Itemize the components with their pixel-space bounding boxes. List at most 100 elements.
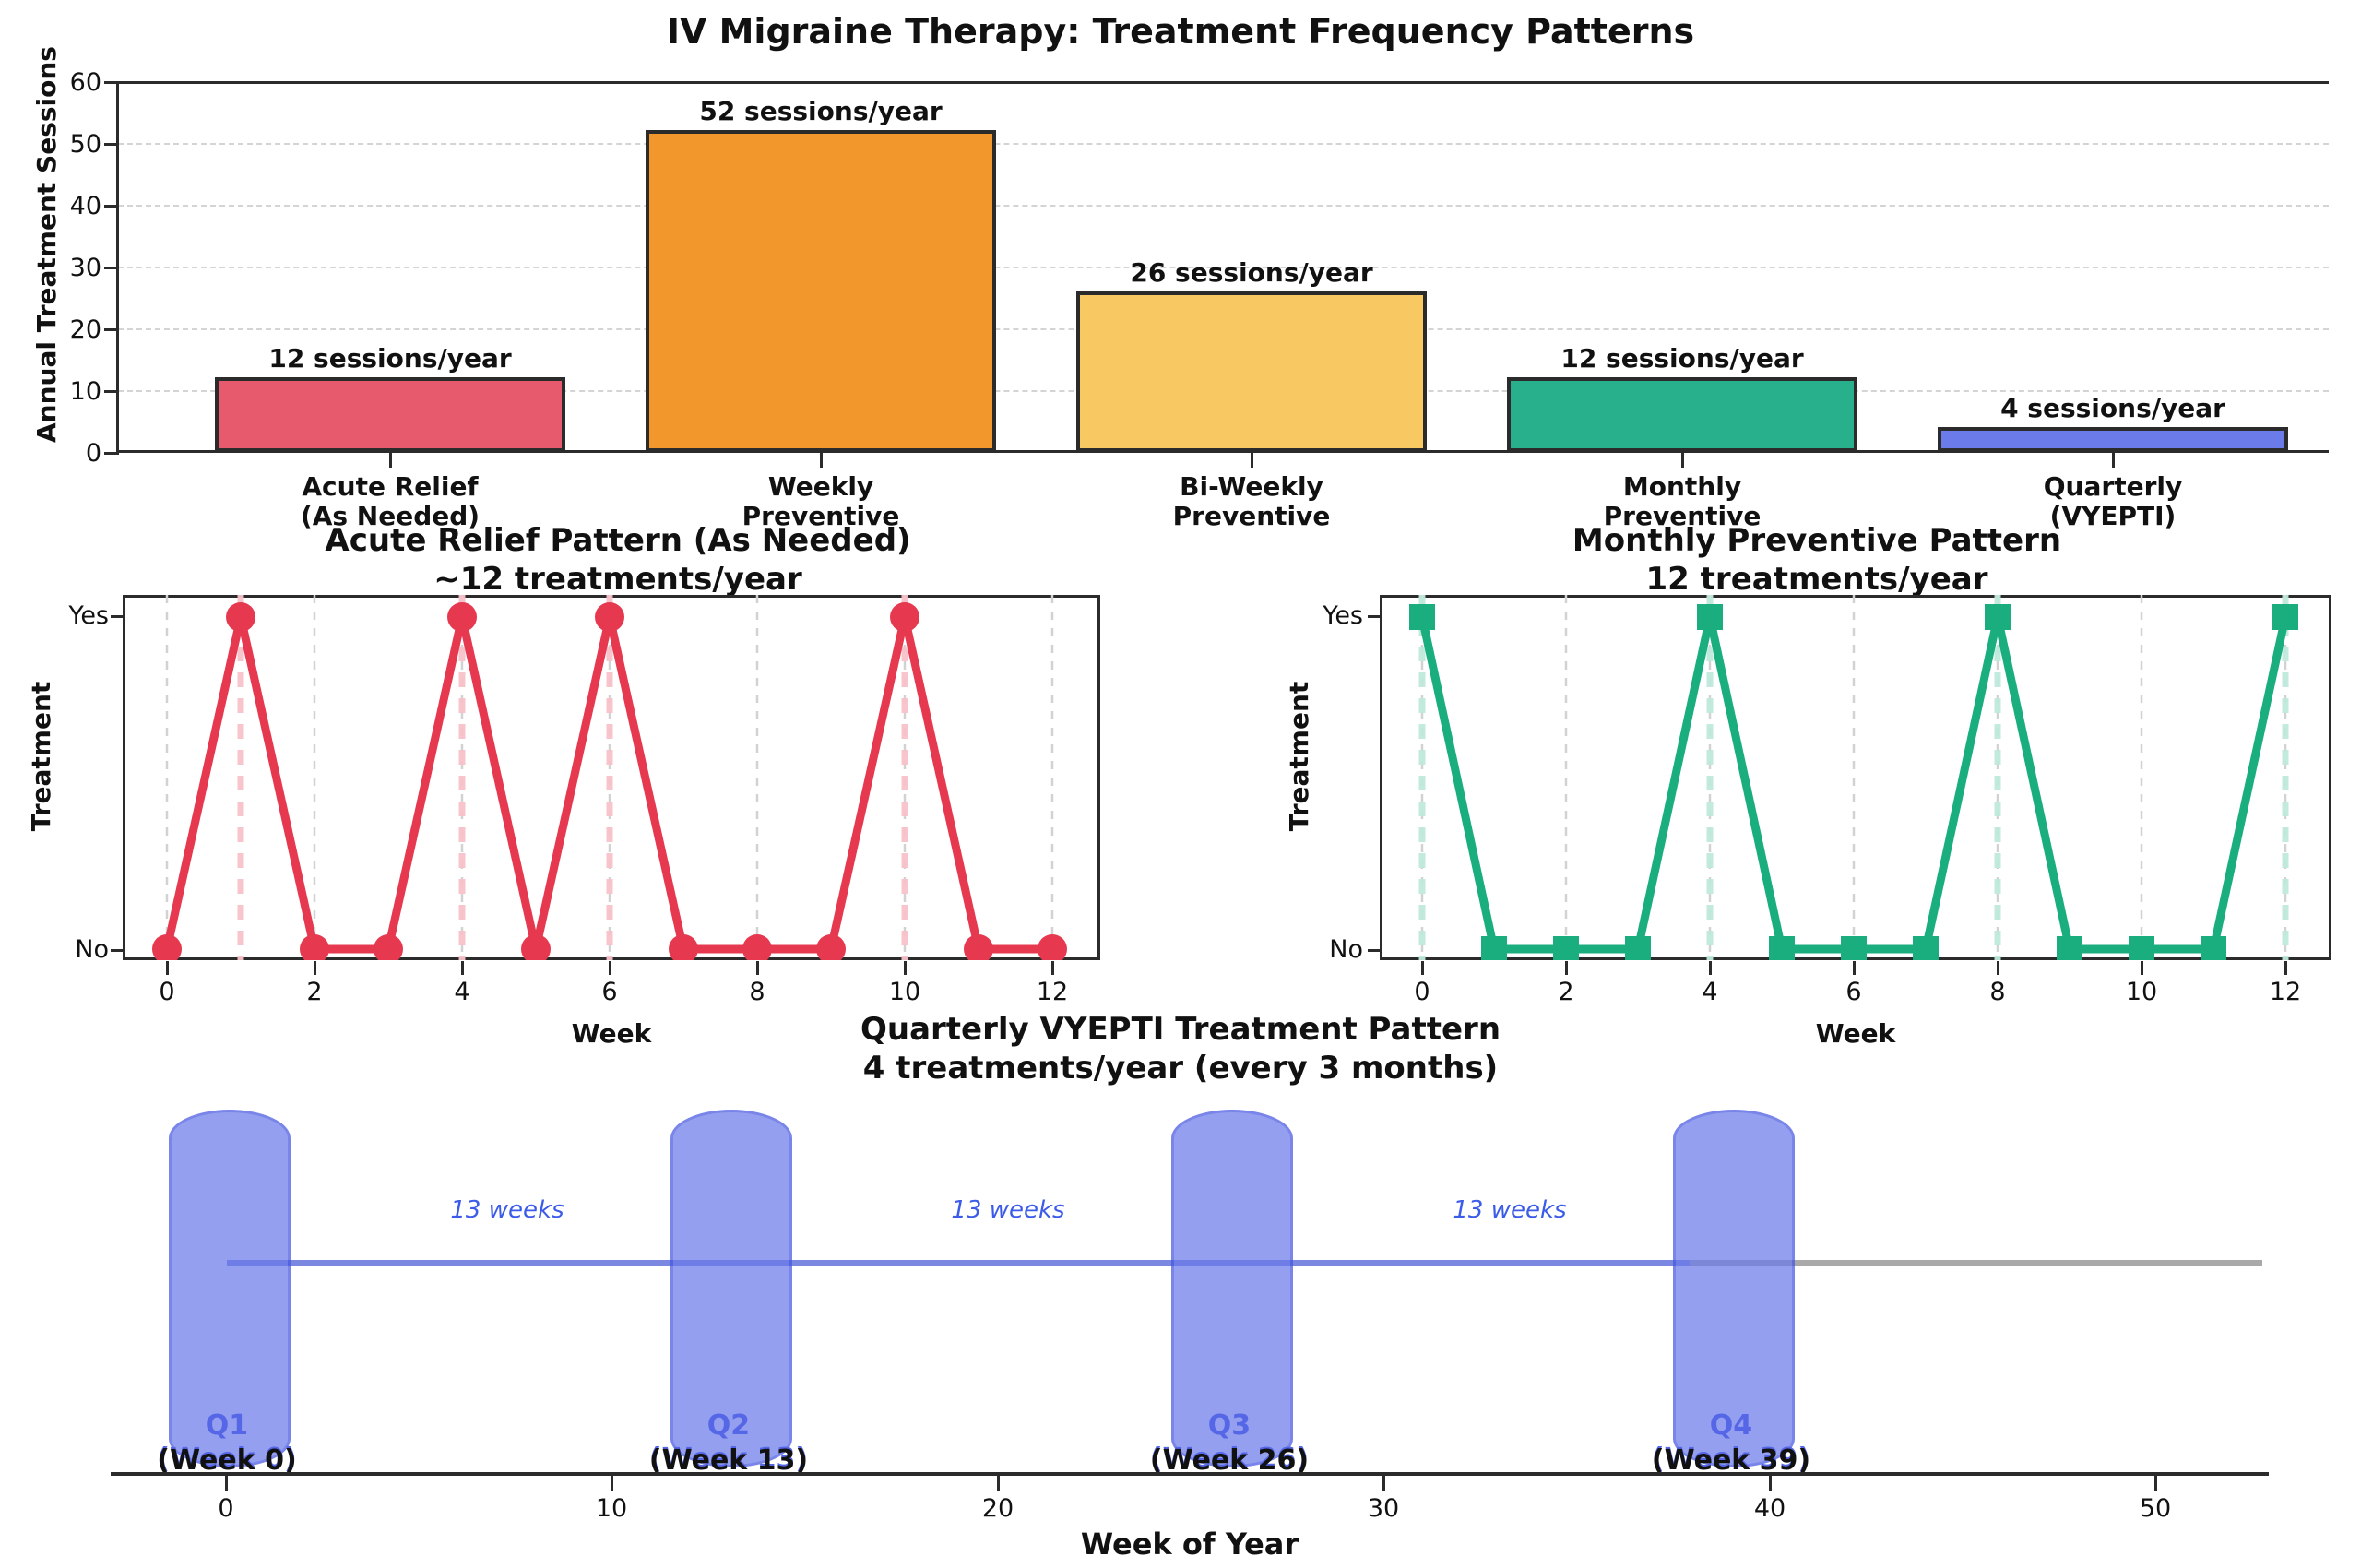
bar-category-line-1: Monthly (1622, 471, 1742, 502)
monthly-preventive-x-axis-label: Week (1815, 1018, 1896, 1049)
bar-ytick-40: 40 (69, 192, 101, 220)
quarterly-gap-annotation-2: 13 weeks (951, 1196, 1065, 1224)
bar-category-line-2: Preventive (1172, 501, 1331, 532)
bar-ytick-0: 0 (85, 439, 101, 468)
quarterly-xtickmark-0 (225, 1476, 228, 1491)
quarterly-marker-q4[interactable] (1673, 1110, 1795, 1467)
acute-relief-xtickmark-0 (166, 961, 169, 975)
quarterly-xtickmark-20 (997, 1476, 1000, 1491)
acute-relief-xtick-6: 6 (601, 978, 618, 1006)
bar-gridline-40 (118, 205, 2329, 207)
monthly-preventive-ytickmark-yes (1368, 615, 1380, 618)
acute-relief-xtick-12: 12 (1036, 978, 1069, 1006)
quarterly-xtick-0: 0 (218, 1494, 234, 1523)
bar-category-monthly-preventive: Monthly Preventive (1498, 471, 1867, 531)
quarterly-marker-q1[interactable] (169, 1110, 291, 1467)
acute-relief-xtickmark-2 (314, 961, 316, 975)
bar-category-line-2: (VYEPTI) (2049, 501, 2177, 532)
monthly-preventive-xtick-4: 4 (1702, 978, 1718, 1006)
monthly-preventive-ytick-yes: Yes (1323, 601, 1363, 630)
quarterly-xtickmark-50 (2154, 1476, 2157, 1491)
quarterly-week-annotation-q2: (Week 13) (648, 1444, 809, 1477)
bar-ytickmark-60 (104, 81, 118, 84)
bar-gridline-50 (118, 143, 2329, 145)
bar-ytick-20: 20 (69, 315, 101, 344)
monthly-preventive-xtickmark-4 (1709, 961, 1712, 975)
acute-relief-xtickmark-6 (609, 961, 611, 975)
monthly-preventive-title: Monthly Preventive Pattern (1572, 522, 2062, 559)
quarterly-q-week: (Week 39) (1651, 1443, 1811, 1475)
quarterly-timeline-line (227, 1260, 1690, 1266)
acute-relief-title: Acute Relief Pattern (As Needed) (325, 522, 911, 559)
monthly-preventive-xtick-12: 12 (2269, 978, 2302, 1006)
monthly-preventive-xtickmark-0 (1421, 961, 1424, 975)
bar-ytickmark-10 (104, 390, 118, 393)
bar-monthly-preventive[interactable] (1507, 377, 1857, 452)
bar-ytickmark-0 (104, 452, 118, 455)
monthly-preventive-ytickmark-no (1368, 949, 1380, 952)
bar-ytick-30: 30 (69, 254, 101, 282)
acute-relief-y-axis-label: Treatment (26, 681, 56, 832)
monthly-preventive-ytick-no: No (1329, 935, 1363, 964)
bar-category-quarterly-vyepti: Quarterly (VYEPTI) (1928, 471, 2297, 532)
bar-value-label-weekly-preventive: 52 sessions/year (699, 96, 943, 126)
quarterly-timeline-tail (1690, 1260, 2262, 1266)
quarterly-x-axis-spine (111, 1472, 2269, 1476)
quarterly-point-label-q3: Q3 (Week 26) (1119, 1409, 1340, 1476)
monthly-preventive-series-svg (1409, 595, 2298, 960)
acute-relief-ytickmark-yes (111, 615, 123, 618)
bar-value-label-monthly-preventive: 12 sessions/year (1560, 343, 1804, 374)
bar-category-line-1: Bi-Weekly (1180, 471, 1323, 502)
bar-category-weekly-preventive: Weekly Preventive (636, 471, 1005, 532)
bar-category-line-2: (As Needed) (300, 501, 481, 532)
monthly-preventive-xtick-0: 0 (1414, 978, 1430, 1006)
acute-relief-xtick-0: 0 (159, 978, 175, 1006)
monthly-preventive-xtickmark-10 (2141, 961, 2143, 975)
bar-ytickmark-50 (104, 143, 118, 146)
quarterly-xtick-40: 40 (1753, 1494, 1786, 1523)
bar-ytickmark-20 (104, 328, 118, 331)
quarterly-q-name: Q2 (706, 1409, 751, 1442)
quarterly-xtickmark-30 (1382, 1476, 1385, 1491)
bar-xtickmark-3 (1681, 453, 1684, 468)
quarterly-q-name: Q4 (1709, 1409, 1753, 1442)
bar-quarterly-vyepti[interactable] (1938, 427, 2288, 452)
bar-category-line-1: Quarterly (2043, 471, 2183, 502)
bar-weekly-preventive[interactable] (646, 130, 996, 452)
monthly-preventive-xtickmark-6 (1853, 961, 1856, 975)
bar-biweekly-preventive[interactable] (1076, 291, 1427, 452)
figure-title: IV Migraine Therapy: Treatment Frequency… (666, 11, 1695, 52)
quarterly-week-annotation-q1: (Week 0) (157, 1444, 297, 1477)
quarterly-q-name: Q1 (205, 1409, 249, 1442)
quarterly-marker-q2[interactable] (670, 1110, 792, 1467)
bar-category-biweekly-preventive: Bi-Weekly Preventive (1067, 471, 1436, 532)
quarterly-xtick-50: 50 (2139, 1494, 2172, 1523)
quarterly-xtick-20: 20 (981, 1494, 1014, 1523)
quarterly-point-label-q2: Q2 (Week 13) (618, 1409, 839, 1476)
monthly-preventive-subtitle: 12 treatments/year (1645, 561, 1988, 598)
monthly-preventive-xtickmark-12 (2284, 961, 2287, 975)
bar-category-acute-relief: Acute Relief (As Needed) (206, 471, 575, 532)
quarterly-marker-q3[interactable] (1171, 1110, 1293, 1467)
quarterly-q-name: Q3 (1207, 1409, 1252, 1442)
acute-relief-x-axis-label: Week (571, 1018, 652, 1049)
bar-xtickmark-1 (820, 453, 823, 468)
acute-relief-ytickmark-no (111, 949, 123, 952)
quarterly-week-annotation-q3: (Week 26) (1149, 1444, 1310, 1477)
quarterly-point-label-q4: Q4 (Week 39) (1620, 1409, 1842, 1476)
bar-ytick-50: 50 (69, 130, 101, 159)
monthly-preventive-xtick-2: 2 (1558, 978, 1574, 1006)
bar-category-line-2: Preventive (742, 501, 900, 532)
bar-ytick-10: 10 (69, 377, 101, 406)
bar-ytickmark-30 (104, 267, 118, 269)
quarterly-timeline-subtitle: 4 treatments/year (every 3 months) (862, 1050, 1499, 1087)
acute-relief-xtickmark-4 (461, 961, 464, 975)
quarterly-xtick-10: 10 (595, 1494, 628, 1523)
acute-relief-xtickmark-8 (756, 961, 759, 975)
monthly-preventive-xtick-8: 8 (1989, 978, 2006, 1006)
quarterly-xtick-30: 30 (1367, 1494, 1400, 1523)
bar-acute-relief[interactable] (215, 377, 565, 452)
quarterly-gap-annotation-3: 13 weeks (1453, 1196, 1567, 1224)
quarterly-gap-annotation-1: 13 weeks (450, 1196, 564, 1224)
